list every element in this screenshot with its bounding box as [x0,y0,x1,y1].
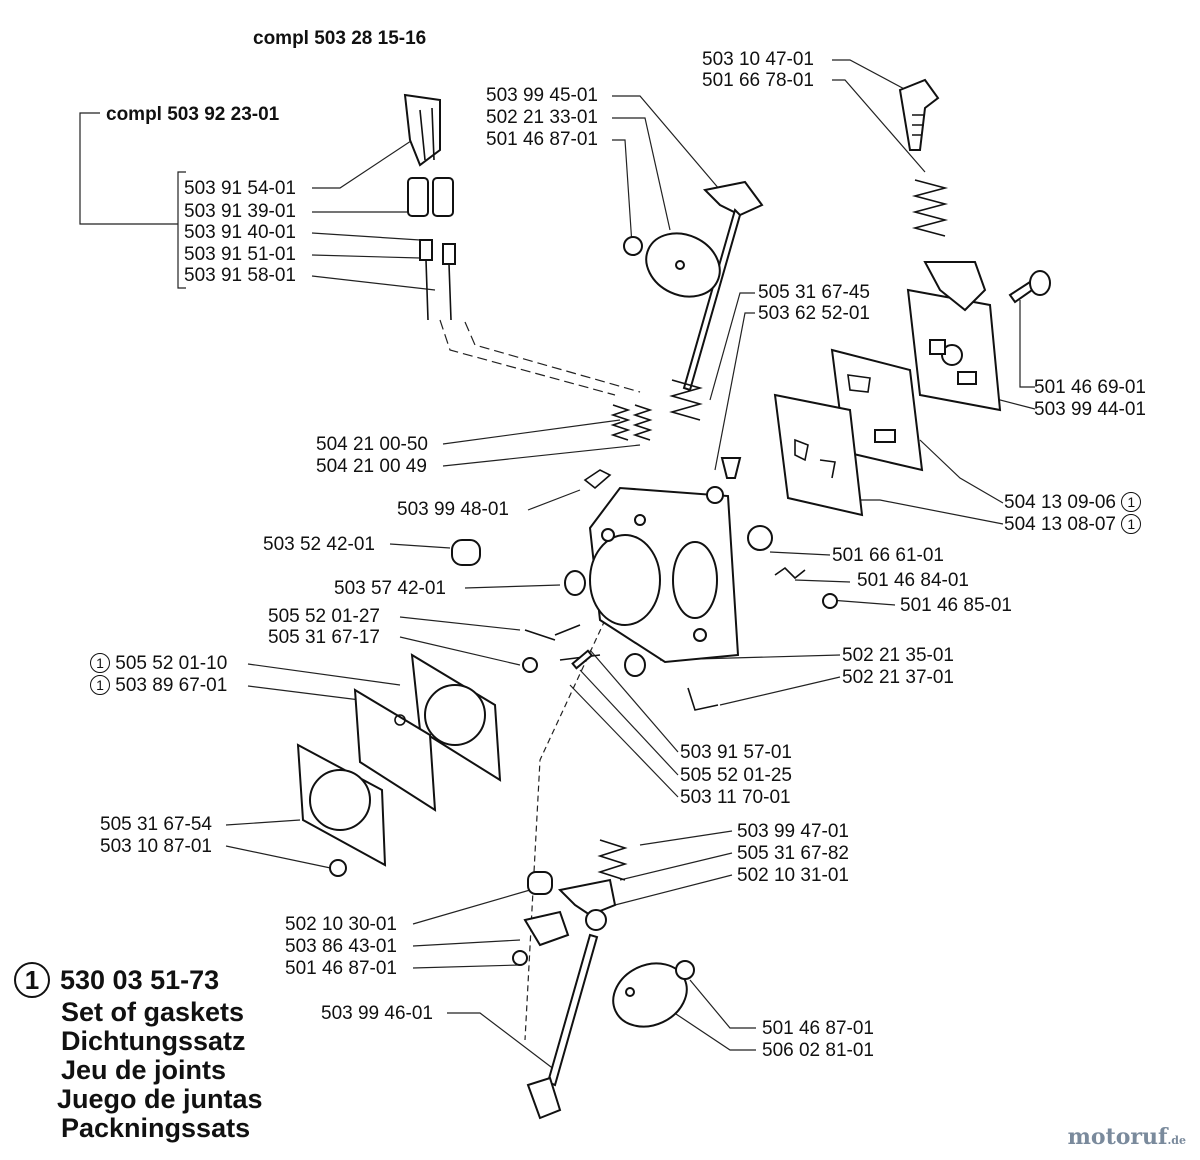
small-parts-middle [451,457,838,609]
watermark-logo: motoruf.de [1068,1124,1186,1150]
part-label: 501 46 87-01 [285,958,397,979]
part-label: 503 99 46-01 [321,1003,433,1024]
throttle-stop-part [403,93,441,167]
metering-cover [296,743,387,867]
part-label: 501 46 87-01 [762,1018,874,1039]
part-number: 505 52 01-10 [115,653,228,674]
adjusting-screw [898,78,940,151]
part-label: 503 99 45-01 [486,85,598,106]
part-label: 503 99 47-01 [737,821,849,842]
part-label: 505 31 67-54 [100,814,212,835]
legend-marker: 1 [14,962,50,998]
part-label: 505 52 01-27 [268,606,380,627]
part-label: 503 99 44-01 [1034,399,1146,420]
part-label: 501 46 85-01 [900,595,1012,616]
part-label: 502 10 30-01 [285,914,397,935]
metering-gasket [410,653,502,782]
springs-middle [610,379,703,441]
diaphragm-disc [645,232,721,298]
part-label: 503 10 87-01 [100,836,212,857]
part-label: 505 31 67-45 [758,282,870,303]
part-label: 504 21 00-50 [316,434,428,455]
legend-part-number: 530 03 51-73 [60,965,220,995]
cover-screw [1008,270,1051,304]
legend-line: Set of gaskets [61,997,245,1027]
gasket-set-legend: 1 530 03 51-73 Set of gaskets Dichtungssa… [14,962,263,1143]
part-label: 502 21 35-01 [842,645,954,666]
part-label: 503 52 42-01 [263,534,375,555]
lower-lever [557,878,617,931]
part-label: 501 66 61-01 [832,545,944,566]
legend-title-row: 1 530 03 51-73 [14,962,263,998]
part-label: 502 21 37-01 [842,667,954,688]
part-label: 504 21 00 49 [316,456,427,477]
part-label: 503 10 47-01 [702,49,814,70]
watermark-name: motoruf [1067,1124,1168,1150]
pump-gasket [830,348,924,472]
legend-line: Packningssats [61,1113,251,1143]
part-label: 501 46 69-01 [1034,377,1146,398]
part-label: 505 52 01-25 [680,765,792,786]
lower-spring [597,839,628,881]
legend-line: Juego de juntas [57,1084,263,1114]
set-marker: 1 [90,653,110,673]
set-marker: 1 [1121,492,1142,512]
part-number: 503 89 67-01 [115,675,228,696]
part-label: 505 31 67-82 [737,843,849,864]
pump-cover [906,261,1002,412]
part-label: 503 57 42-01 [334,578,446,599]
lower-bracket [512,910,570,966]
carburetor-body [588,486,740,664]
part-label: 501 46 84-01 [857,570,969,591]
set-marker: 1 [90,675,110,695]
part-label: 503 62 52-01 [758,303,870,324]
part-label: 503 86 43-01 [285,936,397,957]
legend-line: Dichtungssatz [61,1026,246,1056]
watermark-suffix: .de [1167,1134,1186,1147]
pump-diaphragm [773,393,864,517]
lower-bushing [527,871,553,895]
part-label: 503 91 51-01 [184,244,296,265]
part-label: 503 91 40-01 [184,222,296,243]
part-label: 501 66 78-01 [702,70,814,91]
gasket-label-1: 504 13 09-06 1 [1004,492,1142,514]
compl-top-header: compl 503 28 15-16 [253,28,427,49]
part-label: 502 21 33-01 [486,107,598,128]
part-number: 504 13 08-07 [1004,514,1116,535]
lower-shaft [526,933,599,1120]
lower-disc [612,960,695,1028]
spring-top-right [911,179,949,237]
shaft-with-lever [682,180,764,392]
small-screw [623,236,643,256]
gasket-label-2: 504 13 08-07 1 [1004,514,1142,536]
compl-left-header: compl 503 92 23-01 [106,104,280,125]
part-label: 503 91 39-01 [184,201,296,222]
part-label: 503 99 48-01 [397,499,509,520]
part-label: 503 91 54-01 [184,178,296,199]
gasket-label-3: 1 505 52 01-10 [90,653,227,675]
needle-valve-parts [522,624,719,711]
legend-line: Jeu de joints [61,1055,227,1085]
part-label: 506 02 81-01 [762,1040,874,1061]
part-label: 505 31 67-17 [268,627,380,648]
part-number: 504 13 09-06 [1004,492,1116,513]
cover-screw-lower [329,859,347,877]
part-label: 503 91 58-01 [184,265,296,286]
metering-diaphragm [353,688,437,812]
gasket-label-4: 1 503 89 67-01 [90,675,227,697]
screw-caps [407,177,454,217]
part-label: 503 11 70-01 [680,787,791,808]
part-label: 502 10 31-01 [737,865,849,886]
adjusting-needles [419,239,456,321]
part-label: 501 46 87-01 [486,129,598,150]
set-marker: 1 [1121,514,1142,534]
part-label: 503 91 57-01 [680,742,792,763]
